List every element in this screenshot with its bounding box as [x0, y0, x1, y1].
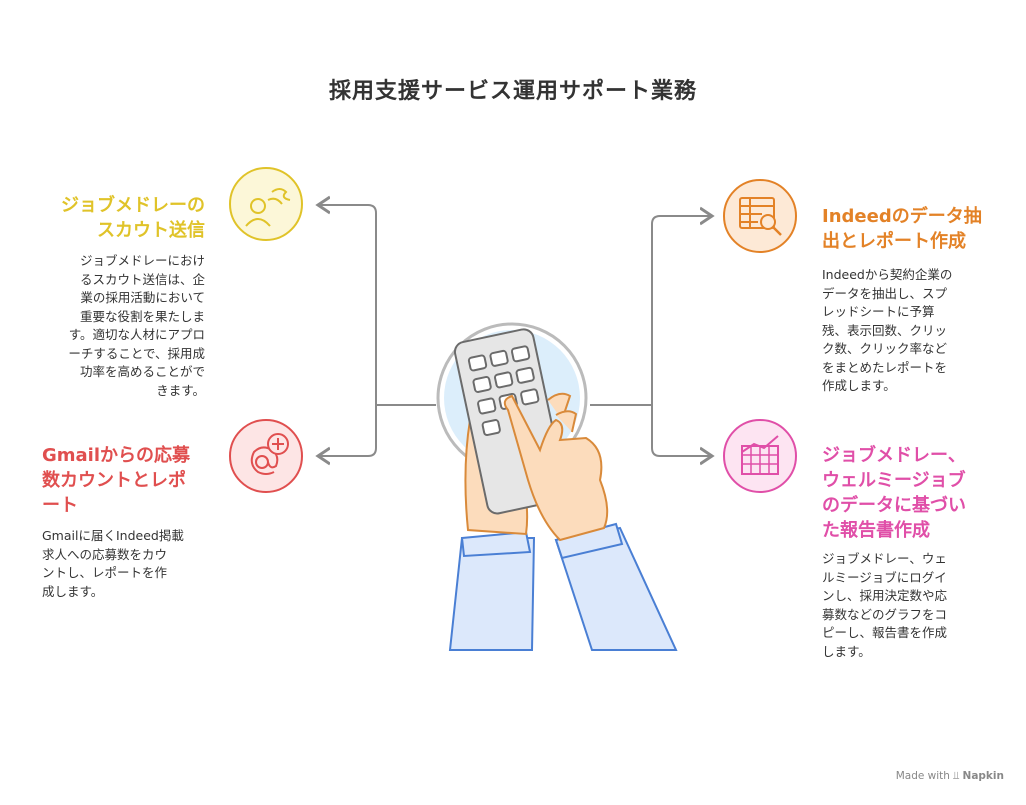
desc-line: をまとめたレポートを — [822, 359, 948, 375]
footer-brand: Napkin — [962, 770, 1004, 782]
heading-line: 出とレポート作成 — [822, 231, 966, 252]
chart-grid-icon — [723, 419, 797, 493]
at-plus-icon — [229, 419, 303, 493]
connector-left — [318, 205, 436, 406]
desc-line: ク数、クリック率など — [822, 341, 948, 356]
connector-left-lower — [318, 397, 377, 456]
desc-line: データを抽出し、スプ — [822, 285, 948, 301]
desc-line: 重要な役割を果たしま — [79, 308, 205, 324]
heading-line: ジョブメドレーの — [61, 195, 205, 216]
heading-line: た報告書作成 — [822, 520, 930, 541]
desc-line: 残、表示回数、クリッ — [822, 322, 948, 338]
hand-calculator-icon — [436, 322, 678, 651]
heading-line: ウェルミージョブ — [822, 470, 966, 491]
table-magnifier-icon — [723, 179, 797, 253]
napkin-logo-icon: ⫫ — [953, 770, 960, 782]
desc-line: 業の採用活動において — [80, 290, 205, 305]
footer-prefix: Made with — [895, 770, 950, 782]
item-description-report: ジョブメドレー、ウェ ルミージョブにログイ ンし、採用決定数や応 募数などのグラ… — [822, 550, 1012, 661]
desc-line: ンし、採用決定数や応 — [822, 588, 948, 603]
page-title: 採用支援サービス運用サポート業務 — [328, 79, 697, 104]
desc-line: きます。 — [156, 382, 205, 398]
item-description-scout: ジョブメドレーにおけ るスカウト送信は、企 業の採用活動において 重要な役割を果… — [0, 252, 205, 400]
desc-line: します。 — [822, 643, 871, 659]
heading-line: ート — [42, 495, 78, 516]
item-heading-gmail: Gmailからの応募 数カウントとレポ ート — [42, 443, 217, 518]
heading-line: Gmailからの応募 — [42, 445, 191, 466]
desc-line: 功率を高めることがで — [79, 364, 205, 379]
footer-credit: Made with ⫫ Napkin — [896, 770, 1004, 783]
desc-line: 成します。 — [42, 583, 104, 599]
heading-line: Indeedのデータ抽 — [822, 206, 982, 227]
item-description-gmail: Gmailに届くIndeed掲載 求人への応募数をカウ ントし、レポートを作 成… — [42, 527, 217, 601]
desc-line: Gmailに届くIndeed掲載 — [42, 528, 184, 543]
heading-line: スカウト送信 — [97, 220, 205, 241]
heading-line: ジョブメドレー、 — [822, 445, 966, 466]
item-heading-report: ジョブメドレー、 ウェルミージョブ のデータに基づい た報告書作成 — [822, 443, 1012, 543]
desc-line: ピーし、報告書を作成 — [822, 625, 948, 640]
desc-line: ジョブメドレーにおけ — [79, 253, 205, 268]
desc-line: 求人への応募数をカウ — [42, 546, 168, 562]
desc-line: す。適切な人材にアプロ — [68, 327, 205, 342]
desc-line: ントし、レポートを作 — [42, 565, 168, 580]
heading-line: 数カウントとレポ — [42, 470, 186, 491]
desc-line: レッドシートに予算 — [822, 304, 935, 319]
connector-right — [590, 216, 712, 406]
desc-line: 作成します。 — [822, 378, 896, 393]
desc-line: ジョブメドレー、ウェ — [822, 551, 947, 566]
item-description-indeed: Indeedから契約企業の データを抽出し、スプ レッドシートに予算 残、表示回… — [822, 266, 1012, 396]
item-heading-scout: ジョブメドレーの スカウト送信 — [0, 193, 205, 243]
desc-line: Indeedから契約企業の — [822, 267, 953, 282]
desc-line: るスカウト送信は、企 — [79, 271, 205, 287]
connector-right-lower — [651, 397, 712, 456]
item-heading-indeed: Indeedのデータ抽 出とレポート作成 — [822, 204, 1012, 254]
desc-line: ーチすることで、採用成 — [68, 345, 205, 361]
desc-line: 募数などのグラフをコ — [822, 606, 948, 622]
desc-line: ルミージョブにログイ — [822, 569, 947, 585]
heading-line: のデータに基づい — [822, 495, 966, 516]
user-with-signal-icon — [229, 167, 303, 241]
